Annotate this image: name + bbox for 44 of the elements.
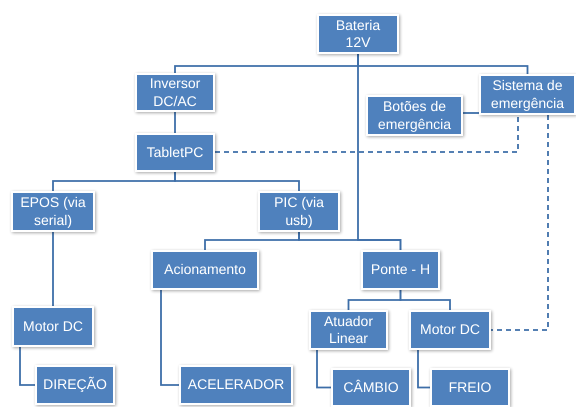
process-box [309, 310, 388, 350]
box-label: Ponte - H [370, 261, 430, 279]
process-box [430, 368, 510, 407]
box-label: Acionamento [164, 261, 246, 279]
box-label: Motor DC [23, 318, 83, 336]
process-box [151, 250, 259, 290]
dashed-connector [215, 115, 519, 153]
connector-line [52, 232, 54, 306]
box-label: DIREÇÃO [43, 376, 107, 394]
process-box [35, 365, 115, 405]
process-box [479, 74, 576, 115]
box-label: Inversor DC/AC [148, 75, 202, 110]
box-label: TabletPC [146, 144, 204, 162]
connector-line [463, 112, 479, 114]
box-label: FREIO [448, 378, 492, 396]
box-label: ACELERADOR [188, 376, 284, 394]
connector-line [19, 347, 35, 386]
process-box [179, 365, 293, 405]
connector-line [417, 350, 430, 388]
process-box [135, 73, 215, 112]
connector-line [298, 232, 402, 250]
connector-line [400, 290, 451, 310]
connector-line [174, 112, 176, 133]
box-label: Atuador Linear [322, 312, 374, 348]
process-box [366, 95, 463, 136]
connector-line [174, 172, 300, 191]
process-box [11, 191, 95, 232]
connector-line [316, 350, 331, 388]
box-label: Botões de emergência [376, 98, 452, 133]
box-label: Bateria 12V [334, 16, 382, 52]
process-box [361, 250, 440, 290]
box-label: CÂMBIO [343, 378, 399, 396]
process-box [135, 133, 215, 172]
process-box [331, 368, 411, 407]
process-box [12, 306, 94, 347]
box-label: Sistema de emergência [490, 77, 566, 112]
process-box [409, 310, 491, 350]
connector-line [160, 290, 179, 386]
process-box [258, 191, 340, 232]
box-label: EPOS (via serial) [19, 194, 87, 229]
process-box [317, 14, 399, 54]
box-label: PIC (via usb) [273, 194, 325, 229]
dashed-connector [491, 115, 549, 331]
box-label: Motor DC [420, 321, 480, 339]
